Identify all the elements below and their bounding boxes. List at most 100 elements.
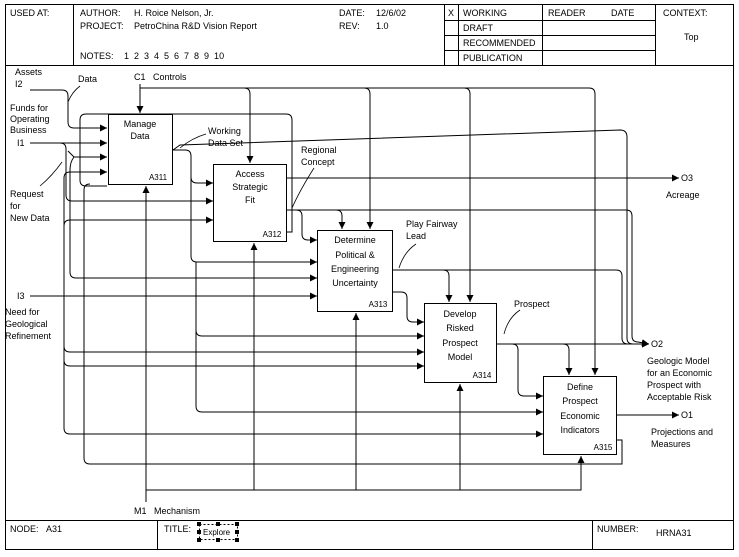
arrow-i3-to-a315[interactable]	[63, 346, 543, 438]
activity-box-a313[interactable]	[317, 230, 393, 312]
selection-handle-icon[interactable]	[197, 538, 201, 542]
a315-line-3: Economic	[560, 411, 600, 421]
label-working-data-set-1: Working	[208, 126, 241, 136]
a314-line-3: Prospect	[442, 338, 478, 348]
leader-request	[39, 161, 63, 187]
a311-code: A311	[149, 173, 168, 182]
a315-line-2: Prospect	[562, 396, 598, 406]
arrow-i3-feedback-a314[interactable]	[63, 359, 424, 370]
arrow-m1-to-a315[interactable]	[460, 456, 585, 491]
project-value: PetroChina R&D Vision Report	[134, 21, 257, 31]
label-working-data-set-2: Data Set	[208, 138, 244, 148]
selection-handle-icon[interactable]	[235, 522, 239, 526]
arrow-m1-to-a314[interactable]	[356, 384, 464, 491]
a314-line-2: Risked	[446, 323, 474, 333]
arrow-a311-output[interactable]	[173, 149, 213, 187]
status-publication: PUBLICATION	[463, 53, 522, 63]
arrow-a314-to-a315-control[interactable]	[497, 343, 573, 375]
selection-handle-icon[interactable]	[235, 530, 239, 534]
label-i1-code: I1	[17, 138, 25, 148]
a312-code: A312	[263, 230, 282, 239]
rev-value: 1.0	[376, 21, 389, 31]
title-label: TITLE:	[164, 524, 191, 534]
selection-handle-icon[interactable]	[216, 522, 220, 526]
context-label: CONTEXT:	[663, 8, 708, 18]
label-i1-name-3: Business	[10, 125, 47, 135]
label-c1: C1 Controls	[134, 72, 187, 82]
a313-line-1: Determine	[334, 235, 376, 245]
arrow-feedback-lower[interactable]	[83, 183, 623, 465]
leader-data	[67, 85, 81, 103]
node-value: A31	[46, 524, 62, 534]
label-m1: M1 Mechanism	[134, 506, 200, 516]
a312-line-3: Fit	[245, 195, 255, 205]
label-o2-name-2: for an Economic	[647, 368, 713, 378]
arrow-m1-to-a313[interactable]	[254, 313, 360, 491]
a311-line-2: Data	[130, 131, 149, 141]
label-o3-code: O3	[681, 173, 693, 183]
a314-line-1: Develop	[443, 309, 476, 319]
notes-numbers: 1 2 3 4 5 6 7 8 9 10	[124, 51, 224, 61]
arrow-a313-to-a314-input[interactable]	[393, 291, 424, 326]
arrow-feedback-upper[interactable]	[79, 113, 293, 233]
a314-line-4: Model	[448, 352, 473, 362]
leader-play-fairway	[398, 243, 417, 269]
activity-box-a312[interactable]	[213, 164, 287, 242]
selection-handle-icon[interactable]	[235, 538, 239, 542]
label-i3-name-1: Need for	[5, 307, 40, 317]
reader-label: READER	[548, 8, 586, 18]
arrow-request-to-a311[interactable]	[67, 150, 107, 161]
label-o2-name-3: Prospect with	[647, 380, 701, 390]
a313-line-2: Political &	[335, 250, 375, 260]
date-label: DATE:	[339, 8, 365, 18]
label-play-fairway-2: Lead	[406, 231, 426, 241]
arrow-a312-to-a313-control[interactable]	[296, 209, 346, 229]
label-request-2: for	[10, 201, 21, 211]
label-i3-name-2: Geological	[5, 319, 48, 329]
label-o1-code: O1	[681, 410, 693, 420]
arrow-c1-to-a315[interactable]	[464, 87, 599, 375]
a312-line-2: Strategic	[232, 182, 268, 192]
author-label: AUTHOR:	[80, 8, 121, 18]
a315-code: A315	[594, 443, 613, 452]
status-mark: X	[448, 8, 454, 18]
arrow-a311-to-a313[interactable]	[190, 170, 317, 266]
label-o2-name-4: Acceptable Risk	[647, 392, 712, 402]
context-value: Top	[684, 32, 699, 42]
label-o1-name-1: Projections and	[651, 427, 713, 437]
activity-boxes	[108, 114, 617, 455]
number-value: HRNA31	[656, 528, 692, 538]
title-value: Explore	[203, 528, 231, 537]
selection-handle-icon[interactable]	[197, 530, 201, 534]
activity-box-a314[interactable]	[424, 303, 497, 383]
a314-code: A314	[473, 371, 492, 380]
header-text: USED AT: AUTHOR: H. Roice Nelson, Jr. PR…	[10, 8, 708, 63]
arrow-i2-to-a311[interactable]	[30, 89, 107, 132]
arrow-a313-to-o2[interactable]	[443, 269, 629, 345]
arrow-a311-to-a315[interactable]	[195, 330, 543, 416]
status-working: WORKING	[463, 8, 507, 18]
a311-line-1: Manage	[124, 119, 157, 129]
a312-line-1: Access	[235, 169, 265, 179]
label-i3-name-3: Refinement	[5, 331, 52, 341]
selection-handle-icon[interactable]	[216, 538, 220, 542]
status-recommended: RECOMMENDED	[463, 38, 536, 48]
selection-handle-icon[interactable]	[197, 522, 201, 526]
title-field[interactable]: Explore	[197, 522, 239, 542]
arrow-a313-to-a314-control[interactable]	[393, 269, 453, 302]
arrow-a312-to-o2[interactable]	[336, 209, 650, 347]
notes-label: NOTES:	[80, 51, 114, 61]
arrow-a314-to-a315-input[interactable]	[497, 343, 543, 400]
label-o2-code: O2	[651, 339, 663, 349]
label-leaders	[39, 85, 521, 335]
leader-working-data-set	[179, 133, 207, 149]
arrow-i3-to-a311[interactable]	[63, 168, 107, 226]
a313-code: A313	[369, 300, 388, 309]
arrow-request-branch[interactable]	[69, 156, 317, 282]
activity-text: Manage Data A311 Access Strategic Fit A3…	[124, 119, 613, 452]
label-o1-name-2: Measures	[651, 439, 691, 449]
header-frame	[5, 4, 734, 550]
leader-prospect	[503, 309, 521, 335]
activity-box-a315[interactable]	[543, 376, 617, 455]
used-at-label: USED AT:	[10, 8, 49, 18]
